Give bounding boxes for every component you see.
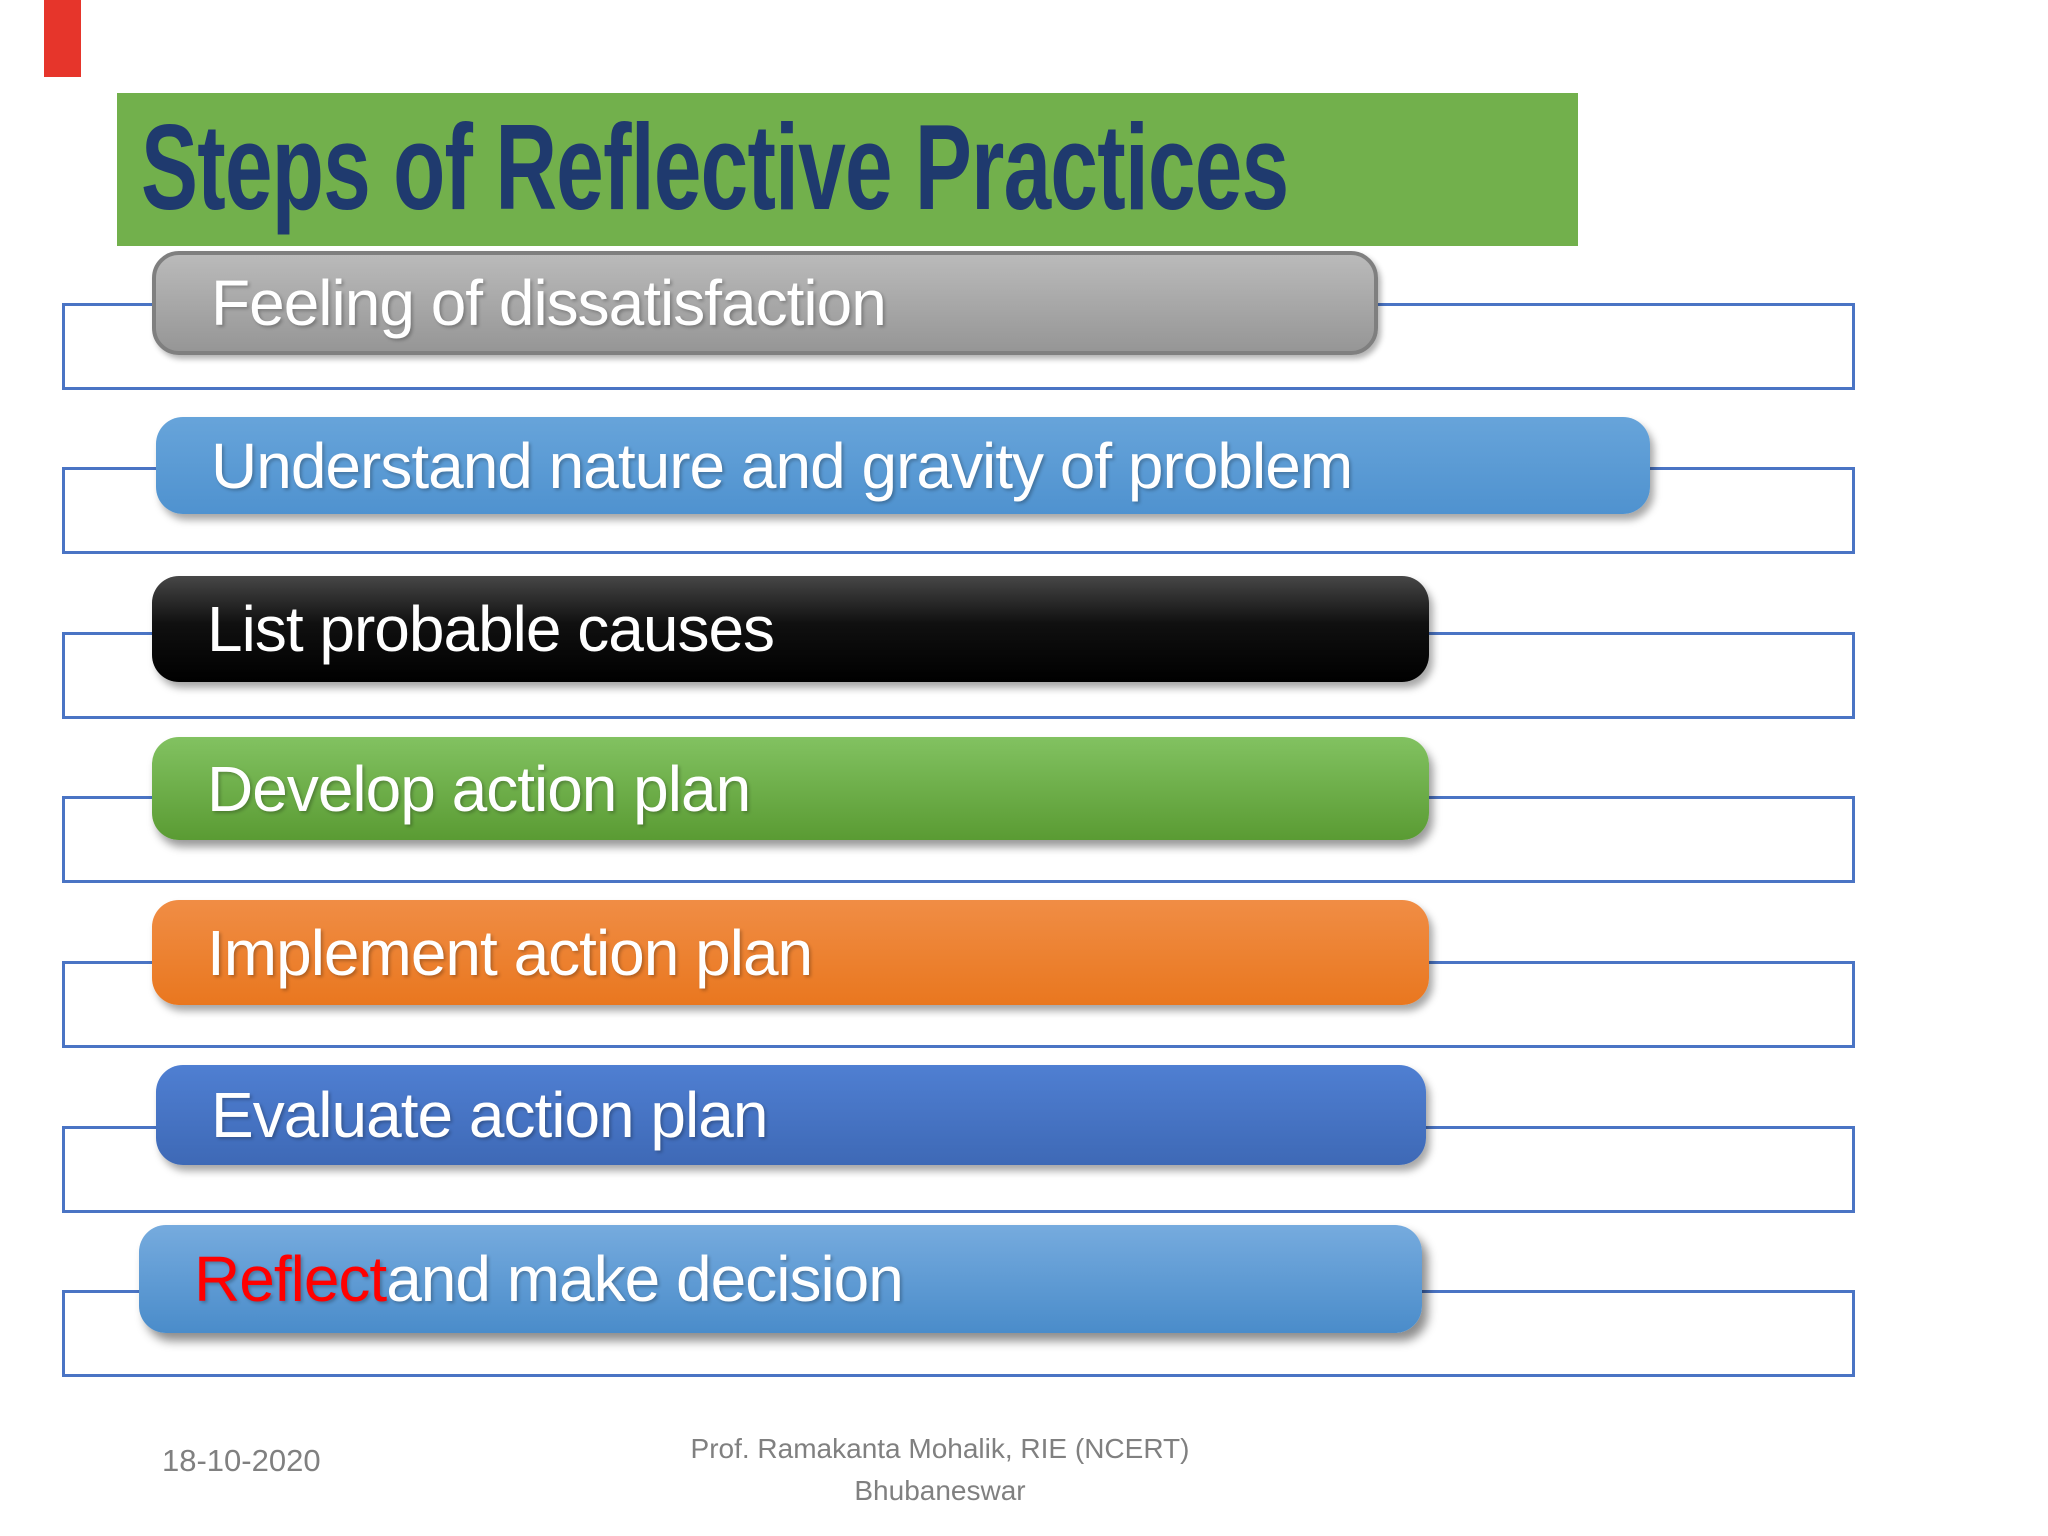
step-label: Evaluate action plan <box>211 1079 768 1151</box>
slide-date: 18-10-2020 <box>162 1443 321 1478</box>
slide-title: Steps of Reflective Practices <box>141 98 1289 235</box>
step-label: Understand nature and gravity of problem <box>211 429 1353 502</box>
step-label: Feeling of dissatisfaction <box>211 267 887 339</box>
step-label: List probable causes <box>207 593 775 665</box>
step-bar-list-probable-causes: List probable causes <box>152 576 1429 682</box>
slide-title-banner: Steps of Reflective Practices <box>117 93 1578 246</box>
step-bar-understand-problem: Understand nature and gravity of problem <box>156 417 1650 514</box>
step-label-highlight: Reflect <box>194 1243 387 1315</box>
step-bar-evaluate-action-plan: Evaluate action plan <box>156 1065 1426 1165</box>
step-label: Develop action plan <box>207 752 751 825</box>
slide-credit: Prof. Ramakanta Mohalik, RIE (NCERT) Bhu… <box>640 1428 1240 1512</box>
step-bar-reflect-and-decide: Reflect and make decision <box>139 1225 1422 1333</box>
step-label: and make decision <box>386 1243 904 1315</box>
credit-line-1: Prof. Ramakanta Mohalik, RIE (NCERT) <box>690 1433 1190 1464</box>
red-corner-marker <box>44 0 81 77</box>
step-bar-feeling-of-dissatisfaction: Feeling of dissatisfaction <box>152 251 1378 355</box>
step-bar-implement-action-plan: Implement action plan <box>152 900 1429 1005</box>
step-bar-develop-action-plan: Develop action plan <box>152 737 1429 840</box>
credit-line-2: Bhubaneswar <box>854 1475 1026 1506</box>
step-label: Implement action plan <box>207 916 813 989</box>
